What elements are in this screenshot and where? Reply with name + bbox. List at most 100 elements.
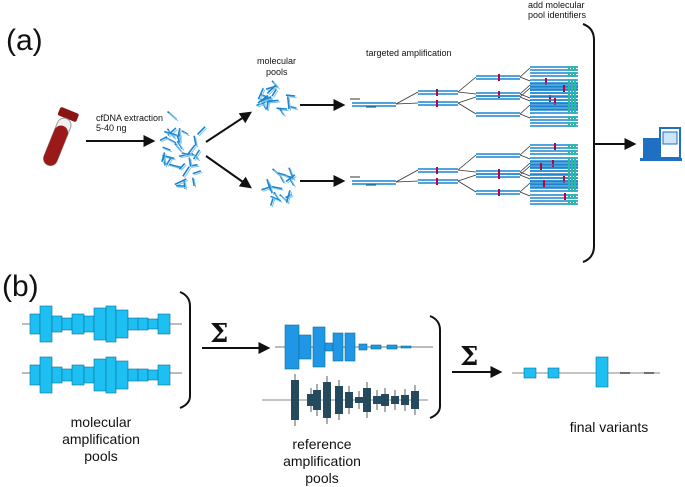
branch-line [457, 91, 477, 95]
dna-fragment [287, 96, 297, 99]
mutation-mark [564, 193, 566, 200]
pool-fragments-top [256, 80, 299, 117]
reference-bar [307, 394, 315, 406]
dna-fragment [161, 152, 166, 163]
branch-line [395, 102, 419, 105]
dna-fragment [288, 177, 295, 186]
arrow-to-pool-bottom [205, 155, 252, 189]
dna-fragment [180, 154, 194, 159]
coverage-bar [147, 369, 159, 381]
molecular-pool-plots [22, 305, 182, 394]
panel-b-label: (b) [2, 270, 39, 303]
dna-fragment [181, 130, 189, 136]
identifier-mark [568, 86, 570, 91]
identifier-mark [574, 174, 576, 179]
dna-fragment [176, 134, 181, 143]
dna-fragment [190, 158, 193, 167]
identifier-mark [571, 167, 573, 172]
mutation-mark [554, 98, 556, 105]
identifier-mark [571, 194, 573, 199]
dna-fragment [178, 142, 185, 151]
extraction-amount: 5-40 ng [96, 123, 127, 133]
identifier-mark [574, 200, 576, 205]
caption-molecular-2: amplification [62, 431, 140, 447]
identifier-mark [571, 96, 573, 101]
identifier-mark [574, 109, 576, 114]
caption-reference-1: reference [292, 436, 351, 452]
branch-line [519, 67, 531, 78]
coverage-bar [61, 317, 73, 331]
branch-line [519, 191, 531, 197]
coverage-bar [93, 307, 107, 341]
dna-fragment [169, 129, 178, 138]
mutation-mark [563, 176, 565, 183]
reference-bar [363, 388, 371, 412]
coverage-bar [83, 315, 95, 333]
identifier-mark [568, 79, 570, 84]
dna-fragment [281, 110, 286, 117]
coverage-bar [39, 356, 53, 394]
dna-fragment [267, 180, 273, 189]
identifier-mark [571, 92, 573, 97]
dna-fragment [178, 163, 186, 170]
pool-fragments-bottom [261, 167, 297, 208]
dna-fragment [288, 97, 292, 111]
identifier-mark [568, 164, 570, 169]
dna-fragment [187, 144, 196, 155]
extraction-label: cfDNA extraction [96, 113, 163, 123]
dna-fragment [162, 146, 171, 152]
identifier-mark [571, 99, 573, 104]
coverage-bar [127, 368, 139, 382]
identifiers-label: add molecular [528, 0, 585, 10]
identifier-mark [574, 187, 576, 192]
caption-molecular-1: molecular [71, 414, 132, 430]
branch-line [519, 93, 531, 99]
identifier-mark [568, 170, 570, 175]
branch-line [519, 87, 531, 98]
dna-fragment [277, 172, 286, 176]
coverage-bar [51, 366, 63, 384]
dna-fragment [271, 198, 276, 208]
mutation-mark [498, 91, 500, 98]
coverage-bar [29, 364, 41, 386]
identifier-mark [574, 181, 576, 186]
sequencer-icon [640, 127, 682, 161]
bracket-icon [582, 23, 595, 263]
dna-fragment [195, 137, 198, 148]
identifier-mark [574, 167, 576, 172]
dna-fragment [165, 157, 172, 166]
dna-fragment [181, 152, 189, 156]
coverage-bar [400, 345, 412, 349]
panel-a-label: (a) [6, 24, 43, 57]
dna-fragment [162, 153, 167, 164]
coverage-bar [137, 368, 149, 382]
dna-fragment [273, 90, 279, 98]
dna-fragment [163, 148, 173, 153]
reference-bar [335, 386, 343, 414]
branch-line [457, 96, 477, 104]
branch-line [457, 174, 477, 182]
caption-reference-3: pools [305, 470, 338, 486]
dna-fragment [178, 129, 182, 140]
variant-bar [523, 367, 537, 379]
coverage-bar [115, 309, 129, 339]
coverage-bar [83, 366, 95, 384]
final-variants-plot [512, 356, 660, 388]
identifier-mark [571, 164, 573, 169]
dna-fragment [268, 86, 278, 96]
dna-fragment [262, 188, 271, 192]
coverage-bar [386, 344, 398, 350]
mutation-mark [436, 100, 438, 107]
branch-line [519, 165, 531, 176]
identifier-mark [568, 177, 570, 182]
targeted-amplification-label: targeted amplification [366, 48, 452, 58]
identifier-mark [568, 150, 570, 155]
branch-line [519, 76, 531, 82]
reference-bar [355, 397, 363, 403]
reference-bar [323, 382, 331, 418]
reference-bar [291, 380, 299, 420]
identifier-mark [574, 194, 576, 199]
mutation-mark [545, 78, 547, 85]
dna-fragment [270, 195, 282, 202]
